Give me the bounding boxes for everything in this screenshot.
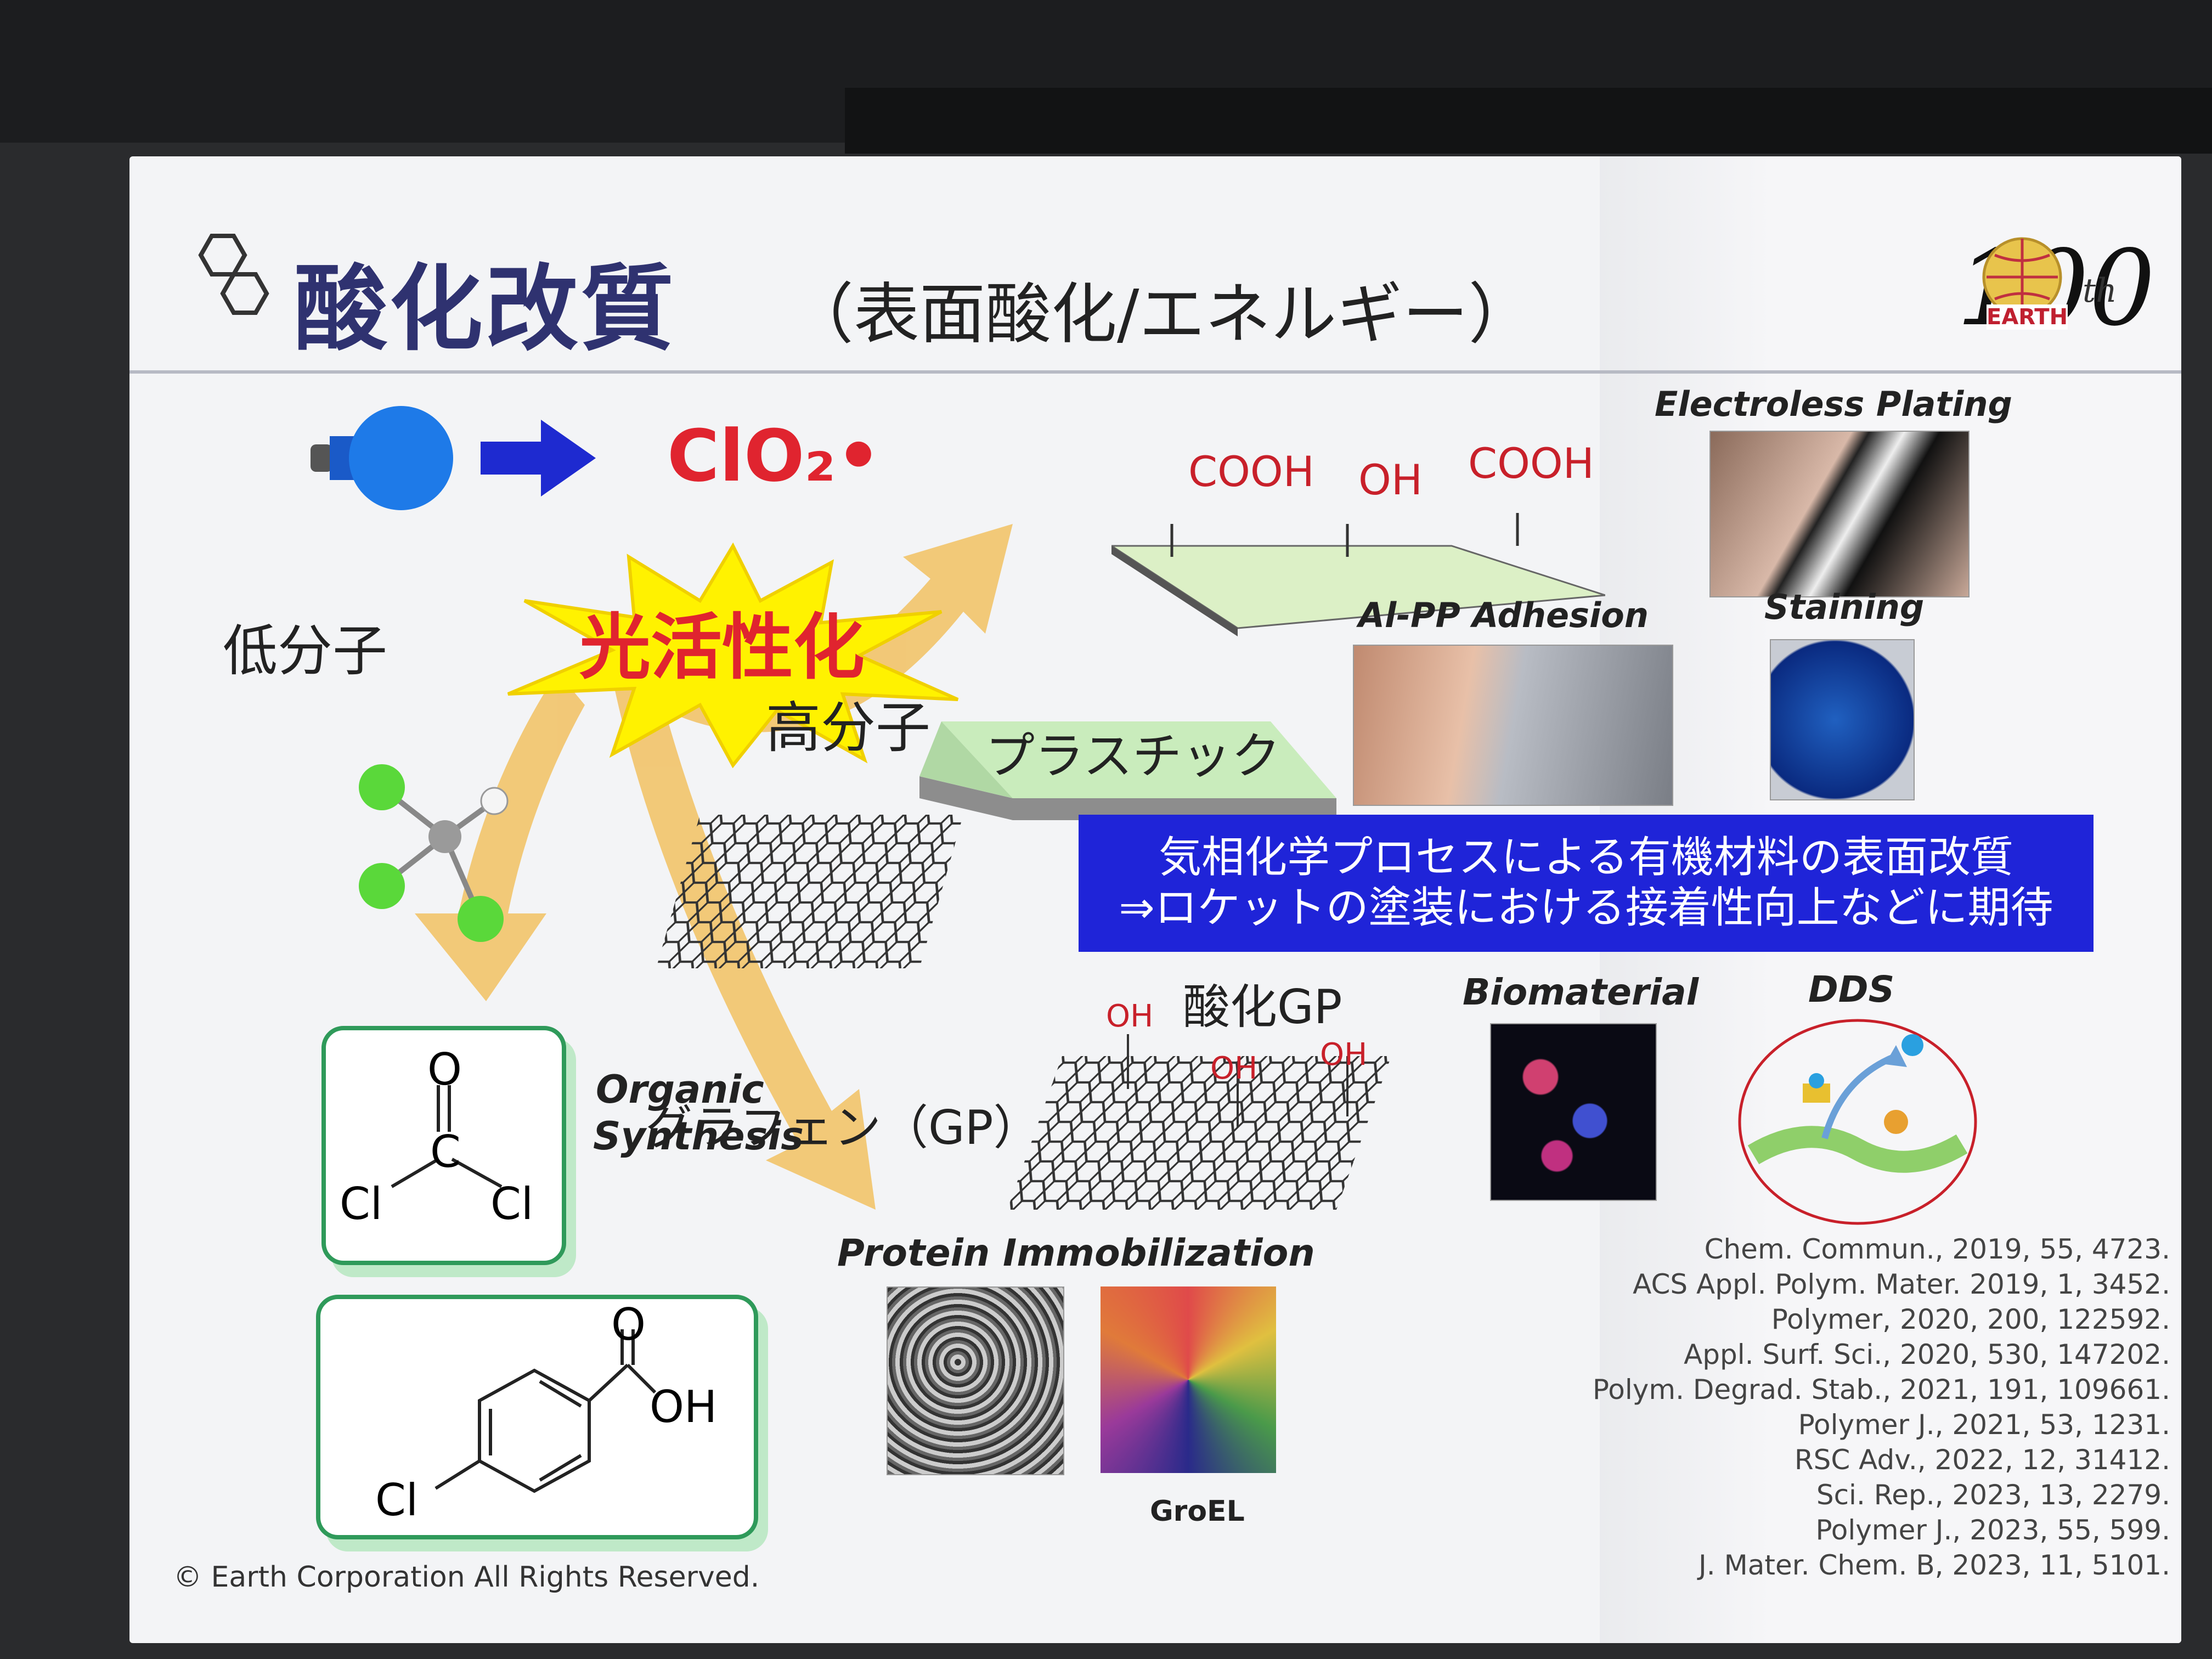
anniversary-logo: 100 EARTH th [1956, 211, 2155, 349]
high-molecule-label: 高分子 [766, 696, 930, 760]
reference-item: J. Mater. Chem. B, 2023, 11, 5101. [1699, 1549, 2170, 1581]
gp-group-oh-2: OH [1210, 1051, 1258, 1086]
gp-group-oh-1: OH [1106, 998, 1154, 1034]
reference-item: Polym. Degrad. Stab., 2021, 191, 109661. [1592, 1374, 2170, 1406]
atom-o: O [427, 1044, 462, 1095]
globe-icon [1982, 237, 2062, 317]
staining-photo [1770, 639, 1915, 800]
reagent-label: ClO₂• [667, 414, 882, 498]
starburst-shape [507, 542, 959, 769]
biomaterial-label: Biomaterial [1463, 971, 1699, 1013]
reference-item: Chem. Commun., 2019, 55, 4723. [1704, 1233, 2170, 1265]
graphene-sheet-icon [656, 815, 963, 968]
atom-cl-left: Cl [340, 1178, 383, 1229]
molecule-icon [198, 234, 269, 315]
graphene-label: グラフェン（GP） [645, 1101, 1041, 1155]
projected-slide: 酸化改質 （表面酸化/エネルギー） 100 EARTH th ClO₂• 光活性… [129, 156, 2181, 1643]
surface-group-cooh-1: COOH [1188, 447, 1314, 496]
organic-synthesis-label-2: Synthesis [593, 1114, 804, 1159]
oxidized-surface-icon [1111, 513, 1605, 636]
slide-subtitle: （表面酸化/エネルギー） [788, 276, 1534, 353]
header-divider [129, 370, 2181, 374]
activation-label: 光活性化 [579, 606, 865, 689]
groel-label: GroEL [1150, 1495, 1245, 1528]
dds-label: DDS [1808, 968, 1895, 1011]
phosgene-structure-box: O C Cl Cl [321, 1026, 566, 1265]
oxidized-gp-label: 酸化GP [1183, 980, 1342, 1035]
biomaterial-image [1490, 1023, 1657, 1201]
organic-synthesis-label-1: Organic [596, 1067, 764, 1112]
reference-list: Chem. Commun., 2019, 55, 4723. ACS Appl.… [1391, 1232, 2170, 1583]
oxidized-graphene-icon [1007, 1034, 1391, 1210]
staining-label: Staining [1764, 587, 1925, 627]
dds-diagram-icon [1738, 1019, 1977, 1225]
al-pp-adhesion-label: Al-PP Adhesion [1358, 595, 1649, 635]
slide-title: 酸化改質 [294, 255, 676, 364]
reference-item: Polymer J., 2021, 53, 1231. [1798, 1409, 2170, 1441]
logo-text: EARTH [1987, 304, 2068, 330]
atom-cl: Cl [375, 1475, 419, 1526]
electroless-plating-label: Electroless Plating [1655, 384, 2012, 424]
reference-item: Sci. Rep., 2023, 13, 2279. [1816, 1479, 2170, 1511]
surface-group-cooh-2: COOH [1468, 439, 1594, 488]
groel-structure-image [1101, 1286, 1276, 1473]
plastic-label: プラスチック [985, 727, 1281, 785]
reference-item: RSC Adv., 2022, 12, 31412. [1794, 1444, 2170, 1476]
banner-line-1: 気相化学プロセスによる有機材料の表面改質 [1159, 833, 2013, 882]
gp-group-oh-3: OH [1320, 1037, 1368, 1073]
logo-suffix: th [2083, 272, 2117, 310]
protein-afm-image [887, 1286, 1064, 1475]
chloroform-molecule-icon [359, 764, 509, 942]
atom-c: C [430, 1126, 461, 1177]
banner-line-2: ⇒ロケットの塗装における接着性向上などに期待 [1119, 883, 2053, 933]
reference-item: Polymer J., 2023, 55, 599. [1815, 1514, 2170, 1546]
surface-group-oh: OH [1358, 455, 1423, 504]
electroless-plating-photo [1709, 431, 1970, 597]
atom-cl-right: Cl [490, 1178, 534, 1229]
reference-item: Polymer, 2020, 200, 122592. [1771, 1304, 2170, 1335]
reference-item: ACS Appl. Polym. Mater. 2019, 1, 3452. [1633, 1268, 2170, 1300]
plastic-plate-icon [919, 721, 1336, 820]
atom-oh: OH [650, 1381, 718, 1432]
led-bulb-icon [311, 406, 596, 510]
copyright-notice: © Earth Corporation All Rights Reserved. [173, 1561, 760, 1594]
room-ceiling-strip [845, 88, 2212, 154]
chlorobenzoic-acid-box: O OH Cl [316, 1295, 758, 1539]
summary-banner: 気相化学プロセスによる有機材料の表面改質 ⇒ロケットの塗装における接着性向上など… [1079, 815, 2094, 952]
atom-o: O [611, 1299, 646, 1350]
right-arrow-icon [481, 420, 596, 496]
reference-item: Appl. Surf. Sci., 2020, 530, 147202. [1684, 1339, 2170, 1370]
protein-immobilization-label: Protein Immobilization [837, 1232, 1315, 1275]
al-pp-adhesion-photo [1353, 645, 1673, 806]
low-molecule-label: 低分子 [223, 619, 387, 683]
